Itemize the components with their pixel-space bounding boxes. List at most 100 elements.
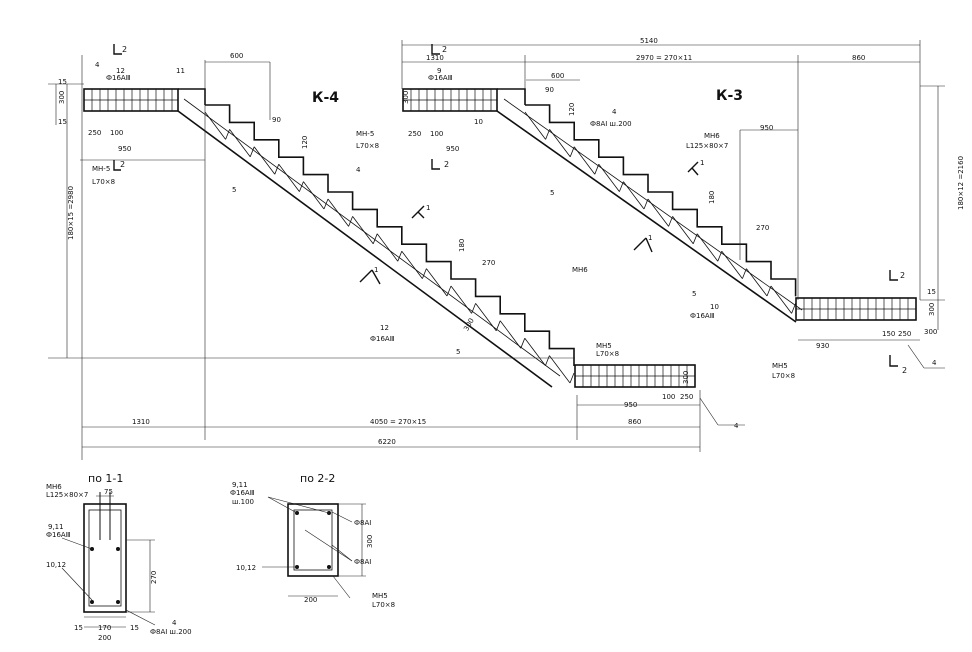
rebar-label: Ф8АⅠ: [354, 558, 371, 566]
dimension-label: 300: [402, 91, 410, 104]
position-mark: 5: [232, 186, 236, 194]
k3-bottom-landing: [795, 297, 917, 321]
section-mark: 2: [902, 366, 907, 375]
dimension-label: 100: [662, 393, 675, 401]
truss-bar: [598, 163, 620, 192]
rebar-label: Ф16АⅢ: [690, 312, 715, 320]
truss-bar: [426, 268, 448, 297]
truss-bar: [594, 164, 600, 175]
embedded-part-label: МН5: [596, 342, 612, 350]
rebar-label: Ф16АⅢ: [46, 531, 71, 539]
dimension-label: 950: [760, 124, 773, 132]
position-mark: 9: [437, 67, 441, 75]
rebar-label: Ф8АⅠ: [354, 519, 371, 527]
dimension-label: 180: [708, 191, 716, 204]
dimension-label: 250: [88, 129, 101, 137]
truss-bar: [327, 198, 349, 227]
dimension-label: 150: [882, 330, 895, 338]
dimension-label: 120: [301, 136, 309, 149]
truss-bar: [647, 198, 669, 227]
stringer-truss: [204, 111, 575, 384]
truss-bar: [770, 285, 792, 314]
dimension-label: 270: [756, 224, 769, 232]
rebar-label: Ф8АⅠ ш.200: [590, 120, 632, 128]
truss-bar: [746, 268, 768, 297]
dimension-label: 270: [150, 571, 158, 584]
rebar-label: Ф16АⅢ: [428, 74, 453, 82]
truss-bar: [766, 285, 772, 297]
truss-bar: [524, 337, 546, 366]
truss-bar: [352, 216, 374, 245]
truss-bar: [692, 233, 698, 244]
truss-bar: [643, 198, 649, 210]
truss-bar: [495, 320, 501, 331]
truss-bar: [549, 355, 571, 384]
angle-profile-label: L125×80×7: [46, 491, 88, 499]
dimension-label: 860: [852, 54, 865, 62]
dimension-label: 15: [58, 118, 67, 126]
truss-bar: [524, 111, 546, 140]
truss-bar: [471, 303, 476, 314]
dimension-label: 15: [130, 624, 139, 632]
embedded-part-label: МН5: [372, 592, 388, 600]
k3-stair: [402, 88, 917, 323]
section-mark: 1: [648, 234, 652, 242]
truss-bar: [372, 233, 378, 244]
dimension-label: 90: [545, 86, 554, 94]
dimension-label: 300: [682, 371, 690, 384]
truss-bar: [717, 251, 723, 262]
section-mark: 2: [444, 160, 449, 169]
position-mark: 9,11: [48, 523, 64, 531]
dimension-label: 600: [551, 72, 564, 80]
dimension-label: 6220: [378, 438, 396, 446]
k3-title: К-3: [716, 88, 743, 104]
position-mark: 4: [356, 166, 361, 174]
truss-bar: [696, 233, 719, 262]
k4-labels: К-4 2 4 12 Ф16АⅢ 11 600 15 300 15 250 10…: [58, 44, 745, 446]
dimension-label: 250: [680, 393, 693, 401]
dimension-label: 180×15 =2980: [67, 186, 75, 240]
dimension-label: 15: [74, 624, 83, 632]
position-mark: 12: [116, 67, 125, 75]
truss-bar: [348, 216, 353, 227]
embedded-part-label: МН-5: [92, 165, 110, 173]
rebar-label: Ф16АⅢ: [230, 489, 255, 497]
position-mark: 12: [380, 324, 389, 332]
truss-bar: [573, 146, 596, 175]
position-mark: 4: [612, 108, 617, 116]
embedded-part-label: МН6: [704, 132, 720, 140]
dimension-label: 950: [624, 401, 637, 409]
truss-bar: [397, 251, 403, 262]
truss-bar: [619, 181, 624, 192]
dimension-label: 300: [928, 303, 936, 316]
truss-bar: [422, 268, 427, 279]
dimension-label: 930: [816, 342, 829, 350]
dimension-label: 300: [924, 328, 937, 336]
section-mark: 2: [442, 45, 447, 54]
angle-profile-label: L70×8: [356, 142, 379, 150]
dimension-label: 300: [366, 535, 374, 548]
truss-bar: [545, 355, 550, 366]
dimension-label: 250: [408, 130, 421, 138]
section-2-2: по 2-2 9,11 Ф16АⅢ ш.100 Ф8АⅠ 300 Ф8АⅠ 10…: [230, 472, 395, 609]
truss-bar: [520, 338, 526, 349]
dimension-label: 860: [628, 418, 641, 426]
truss-bar: [668, 216, 673, 227]
dimension-label: 200: [98, 634, 111, 642]
dimension-label: 200: [304, 596, 317, 604]
k4-title: К-4: [312, 90, 339, 106]
dimension-label: 120: [568, 103, 576, 116]
truss-bar: [204, 111, 226, 140]
k4-top-landing: [83, 88, 179, 112]
dimension-label: 180: [458, 239, 466, 252]
position-mark: 9,11: [232, 481, 248, 489]
dimension-label: 75: [104, 488, 113, 496]
stringer-truss: [524, 111, 796, 314]
truss-bar: [545, 129, 550, 140]
rebar-label: Ф16АⅢ: [106, 74, 131, 82]
dimension-label: 270: [482, 259, 495, 267]
section-mark: 2: [900, 271, 905, 280]
truss-bar: [274, 164, 280, 175]
dimension-label: 600: [230, 52, 243, 60]
